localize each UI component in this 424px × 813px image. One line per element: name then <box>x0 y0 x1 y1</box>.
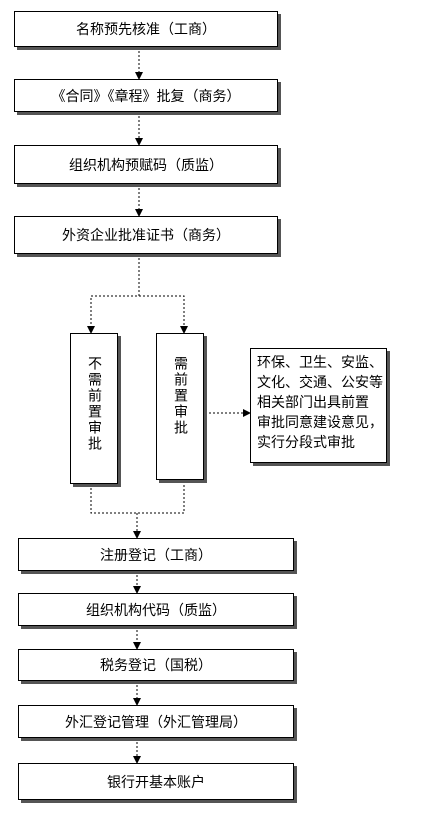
step-label: 税务登记（国税） <box>100 658 212 674</box>
step-label: 外资企业批准证书（商务） <box>62 228 230 244</box>
step-label: 名称预先核准（工商） <box>76 22 216 38</box>
branch-label: 需前置审批 <box>172 356 188 436</box>
step-approval-certificate: 外资企业批准证书（商务） <box>14 216 278 254</box>
step-org-code: 组织机构代码（质监） <box>18 593 294 626</box>
step-label: 外汇登记管理（外汇管理局） <box>65 714 247 731</box>
step-registration: 注册登记（工商） <box>18 538 294 571</box>
step-name-approval: 名称预先核准（工商） <box>14 11 278 47</box>
step-label: 组织机构预赋码（质监） <box>69 157 223 174</box>
step-label: 组织机构代码（质监） <box>86 602 226 619</box>
step-label: 银行开基本账户 <box>107 774 205 791</box>
branch-label: 不需前置审批 <box>86 356 102 452</box>
step-label: 注册登记（工商） <box>100 547 212 564</box>
step-tax-registration: 税务登记（国税） <box>18 649 294 681</box>
branch-pre-approval: 需前置审批 <box>156 333 204 480</box>
branch-no-pre-approval: 不需前置审批 <box>70 333 118 484</box>
note-line: 审批同意建设意见， <box>257 415 383 431</box>
step-org-pre-code: 组织机构预赋码（质监） <box>14 145 278 184</box>
note-line: 文化、交通、公安等 <box>257 375 383 391</box>
note-line: 相关部门出具前置 <box>257 395 369 411</box>
note-line: 实行分段式审批 <box>257 435 355 451</box>
note-line: 环保、卫生、安监、 <box>257 355 383 371</box>
step-contract-approval: 《合同》《章程》批复（商务） <box>14 79 278 112</box>
step-label: 《合同》《章程》批复（商务） <box>51 88 241 105</box>
step-forex-registration: 外汇登记管理（外汇管理局） <box>18 705 294 738</box>
step-bank-account: 银行开基本账户 <box>18 763 294 800</box>
pre-approval-note: 环保、卫生、安监、 文化、交通、公安等 相关部门出具前置 审批同意建设意见， 实… <box>250 348 387 463</box>
